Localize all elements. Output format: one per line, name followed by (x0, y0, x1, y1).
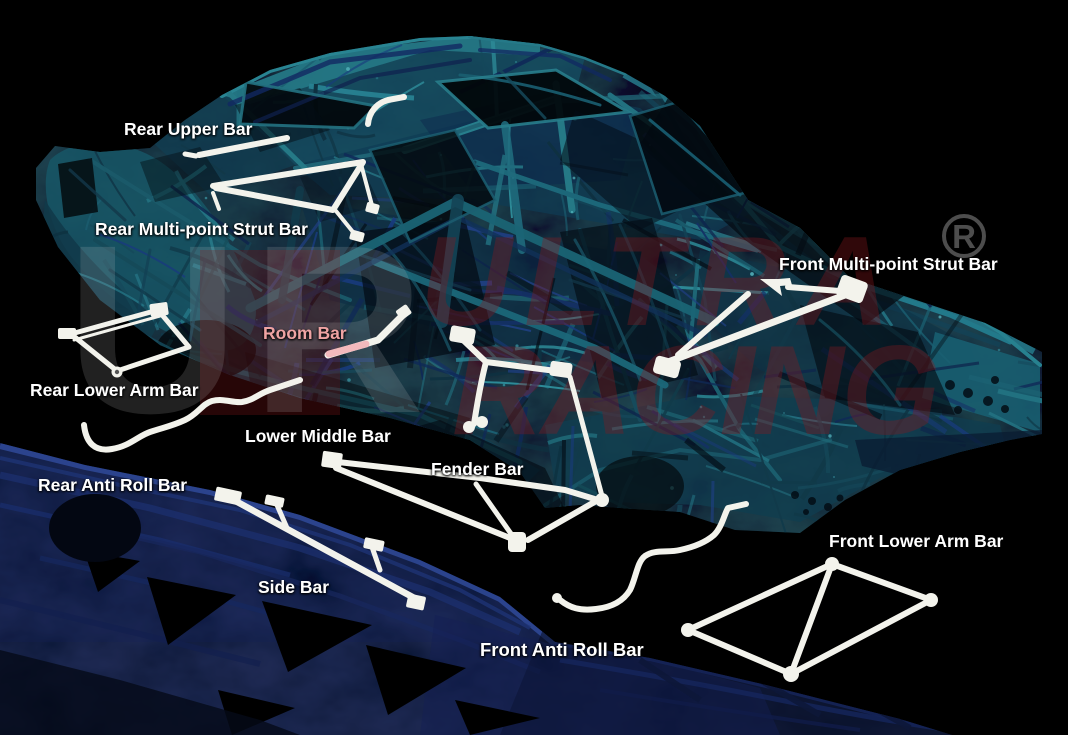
svg-text:ULTRA: ULTRA (420, 210, 890, 352)
svg-text:UR: UR (66, 195, 437, 463)
svg-text:R: R (952, 218, 976, 255)
